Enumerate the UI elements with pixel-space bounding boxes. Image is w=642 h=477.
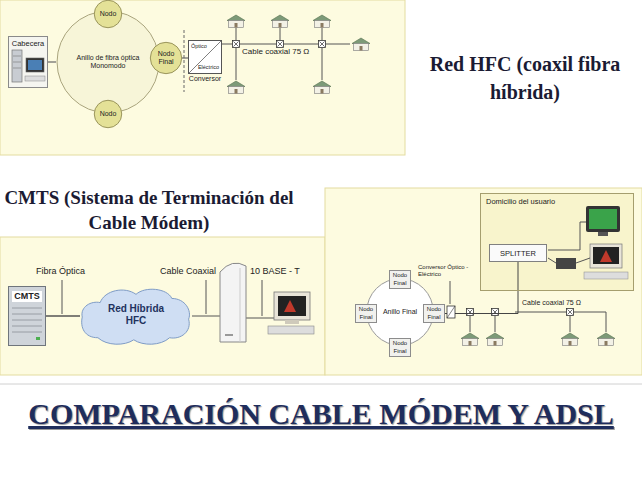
connector-line bbox=[46, 315, 80, 317]
cmts-panel bbox=[0, 237, 325, 375]
cmts-server: CMTS bbox=[8, 286, 46, 346]
final-node-box: Nodo Final bbox=[389, 338, 411, 357]
node-text: Anillo Final bbox=[383, 308, 417, 316]
cable-modem bbox=[220, 263, 246, 342]
node-text: Red Híbrida HFC bbox=[101, 303, 171, 327]
node-text: Nodo bbox=[100, 10, 117, 18]
connector-line bbox=[48, 61, 56, 62]
home-devices bbox=[556, 206, 628, 279]
node-text: Cabecera bbox=[12, 39, 45, 48]
splitter-box: SPLITTER bbox=[489, 244, 547, 262]
final-node-box: Nodo Final bbox=[355, 304, 377, 323]
slide-heading: Red HFC (coaxil fibra híbrida) bbox=[412, 50, 638, 106]
coax-network bbox=[222, 28, 350, 80]
cable-label: Cable coaxial 75 Ω bbox=[522, 299, 581, 307]
node-text: SPLITTER bbox=[500, 249, 536, 258]
node-text: Anillo de fibra óptica Monomodo bbox=[66, 54, 150, 71]
cmts-server-art bbox=[8, 286, 46, 346]
section-title: COMPARACIÓN CABLE MÓDEM Y ADSL bbox=[0, 396, 642, 432]
node-text: Nodo Final bbox=[152, 50, 180, 67]
node-text: Nodo Final bbox=[425, 306, 443, 320]
top-panel bbox=[0, 0, 405, 155]
headend-devices bbox=[8, 36, 48, 88]
final-ring-panel bbox=[325, 188, 642, 375]
final-node-circle: Nodo Final bbox=[150, 42, 182, 74]
final-node-box: Nodo Final bbox=[423, 304, 445, 323]
node-text: Conversor bbox=[189, 75, 221, 83]
node-text: Nodo bbox=[100, 110, 117, 118]
wire-label: 10 BASE - T bbox=[250, 266, 300, 277]
node-text: Óptico bbox=[191, 43, 207, 50]
node-text: Domicilio del usuario bbox=[486, 197, 555, 206]
converter-box: ÓpticoEléctricoConversor bbox=[188, 40, 222, 74]
wire-label: Cable Coaxial bbox=[160, 266, 216, 277]
final-node-box: Nodo Final bbox=[389, 270, 411, 289]
node-text: Eléctrico bbox=[198, 64, 219, 71]
cable-label: Cable coaxial 75 Ω bbox=[242, 47, 309, 57]
node-text: CMTS bbox=[12, 291, 42, 302]
node-circle: Nodo bbox=[94, 0, 122, 28]
node-text: Nodo Final bbox=[357, 306, 375, 320]
computer bbox=[268, 292, 314, 334]
wire-label: Fibra Óptica bbox=[36, 266, 85, 277]
node-text: Nodo Final bbox=[391, 272, 409, 286]
user-home-box: Domicilio del usuarioSPLITTER bbox=[480, 193, 634, 291]
node-text: Nodo Final bbox=[391, 340, 409, 354]
node-circle: Nodo bbox=[94, 100, 122, 128]
hfc-cloud: Red Híbrida HFC bbox=[80, 284, 192, 346]
headend-box: Cabecera bbox=[8, 36, 48, 88]
converter-label: Conversor Óptico - Eléctrico bbox=[418, 264, 476, 278]
slide-heading: CMTS (Sistema de Terminación del Cable M… bbox=[4, 186, 294, 235]
